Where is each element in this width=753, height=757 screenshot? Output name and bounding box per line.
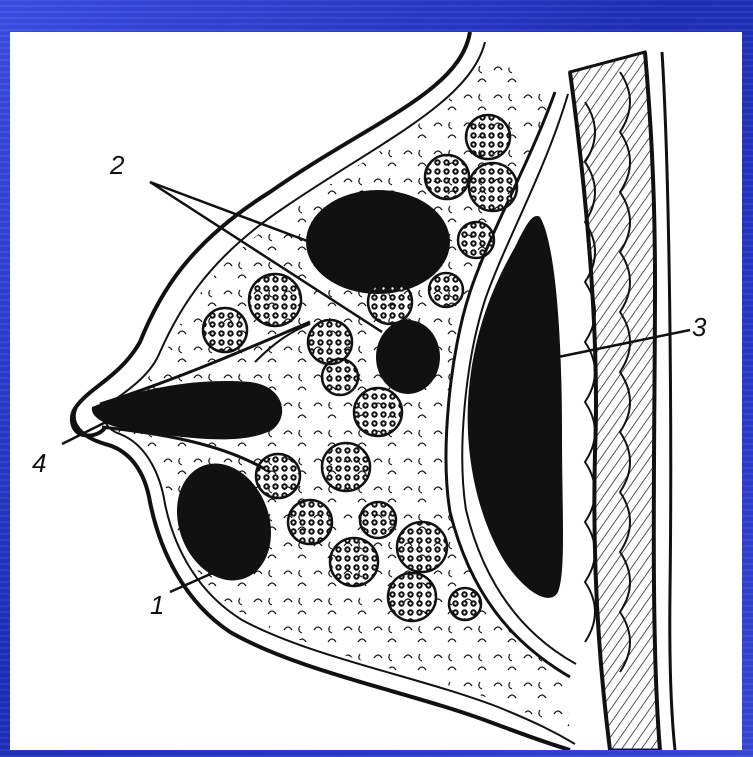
chest-wall-muscle [570, 52, 660, 750]
retromammary-fat-pad [468, 216, 563, 598]
label-2: 2 [110, 152, 124, 178]
fascia-line [662, 52, 675, 750]
fat-lobule-upper [306, 190, 450, 294]
label-4: 4 [32, 450, 46, 476]
illustration-panel: 2 3 4 1 [10, 32, 742, 750]
fat-lobule-middle [376, 320, 440, 394]
label-3: 3 [692, 314, 706, 340]
breast-cross-section-diagram [10, 32, 742, 750]
label-1: 1 [150, 592, 164, 618]
